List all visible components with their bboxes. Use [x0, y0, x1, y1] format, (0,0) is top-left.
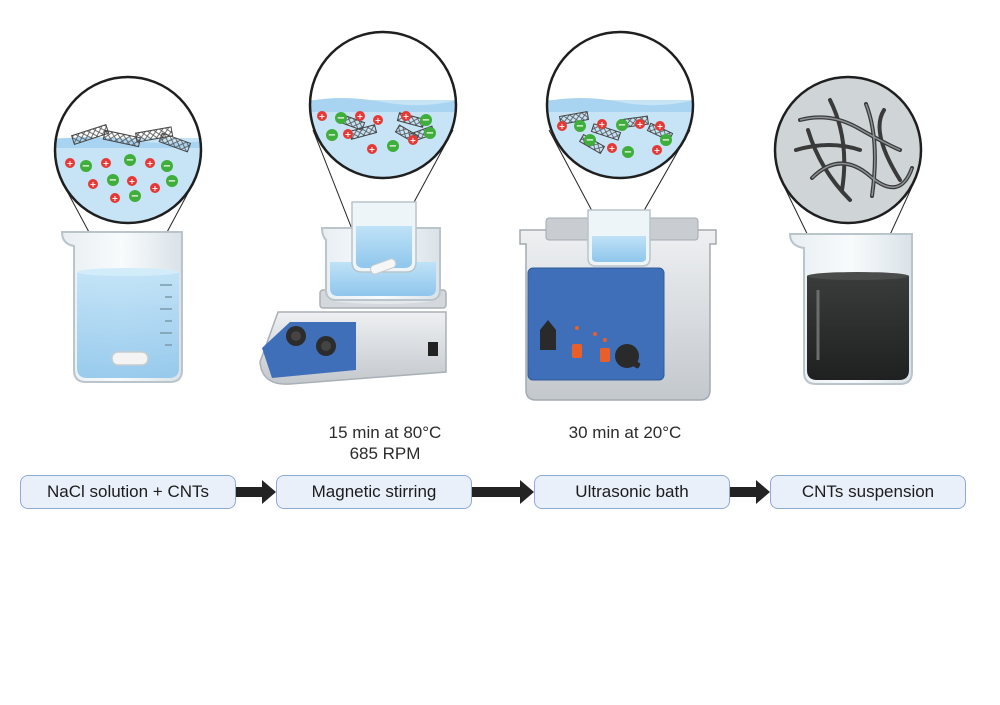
svg-text:−: −	[328, 130, 336, 141]
step3-illustration: + + + + + + − − − − −	[519, 30, 717, 401]
cation-icon: + + + + + + +	[317, 111, 418, 154]
anion-icon: − − − − −	[574, 119, 672, 158]
magnifier-zoom-icon: + + + + + + + − − − − −	[308, 30, 458, 180]
svg-text:+: +	[103, 159, 110, 168]
magnifier-zoom-icon	[773, 75, 923, 225]
anion-icon: − − − − −	[326, 112, 436, 152]
arrow-right-icon	[472, 480, 534, 504]
svg-text:−: −	[576, 121, 584, 132]
svg-text:+: +	[147, 159, 154, 168]
svg-text:+: +	[559, 122, 566, 131]
svg-text:+: +	[369, 145, 376, 154]
svg-text:−: −	[586, 135, 594, 146]
step-box-cnts-suspension: CNTs suspension	[770, 475, 966, 509]
svg-text:+: +	[637, 120, 644, 129]
svg-text:+: +	[345, 130, 352, 139]
beaker-icon	[60, 231, 183, 383]
arrow-right-icon	[730, 480, 770, 504]
svg-text:−: −	[389, 141, 397, 152]
svg-text:−: −	[337, 113, 345, 124]
stirring-conditions: 15 min at 80°C 685 RPM	[290, 422, 480, 464]
beaker-icon	[320, 201, 441, 301]
cation-icon: + + + + + +	[557, 119, 665, 155]
magnifier-zoom-icon: + + + + + + + − − − − − −	[53, 75, 203, 225]
arrow-right-icon	[236, 480, 276, 504]
magnifier-zoom-icon: + + + + + + − − − − −	[545, 30, 695, 180]
svg-text:+: +	[599, 120, 606, 129]
svg-text:+: +	[129, 177, 136, 186]
svg-text:+: +	[90, 180, 97, 189]
step-box-magnetic-stirring: Magnetic stirring	[276, 475, 472, 509]
step1-illustration: + + + + + + + − − − − − −	[53, 75, 203, 383]
hotplate-stirrer-icon	[259, 289, 447, 385]
svg-text:+: +	[67, 159, 74, 168]
anion-icon: − − − − − −	[80, 154, 178, 202]
step2-illustration: + + + + + + + − − − − −	[259, 30, 458, 385]
svg-text:−: −	[82, 161, 90, 172]
cnt-icon	[71, 124, 192, 153]
svg-text:−: −	[618, 120, 626, 131]
svg-text:−: −	[163, 161, 171, 172]
svg-text:+: +	[152, 184, 159, 193]
stirring-condition-rpm: 685 RPM	[349, 444, 421, 463]
svg-text:+: +	[112, 194, 119, 203]
svg-text:+: +	[609, 144, 616, 153]
svg-text:−: −	[168, 176, 176, 187]
beaker-icon	[788, 233, 913, 385]
cation-icon: + + + + + + +	[65, 158, 160, 203]
svg-text:−: −	[422, 115, 430, 126]
svg-text:+: +	[403, 112, 410, 121]
stir-bar-icon	[111, 351, 149, 366]
ultrasonic-bath-icon	[519, 217, 717, 401]
stirring-condition-time-temp: 15 min at 80°C	[328, 423, 442, 442]
svg-text:+: +	[357, 112, 364, 121]
ultrasonic-condition: 30 min at 20°C	[568, 423, 682, 442]
step-box-ultrasonic-bath: Ultrasonic bath	[534, 475, 730, 509]
svg-text:−: −	[662, 135, 670, 146]
svg-text:+: +	[654, 146, 661, 155]
svg-text:+: +	[410, 136, 417, 145]
beaker-icon	[587, 209, 651, 267]
svg-text:+: +	[657, 122, 664, 131]
svg-text:+: +	[319, 112, 326, 121]
svg-text:−: −	[131, 191, 139, 202]
step4-illustration	[773, 75, 923, 385]
svg-text:−: −	[126, 155, 134, 166]
svg-text:−: −	[426, 128, 434, 139]
step-box-nacl-solution: NaCl solution + CNTs	[20, 475, 236, 509]
svg-text:−: −	[109, 175, 117, 186]
svg-text:+: +	[375, 116, 382, 125]
svg-text:−: −	[624, 147, 632, 158]
